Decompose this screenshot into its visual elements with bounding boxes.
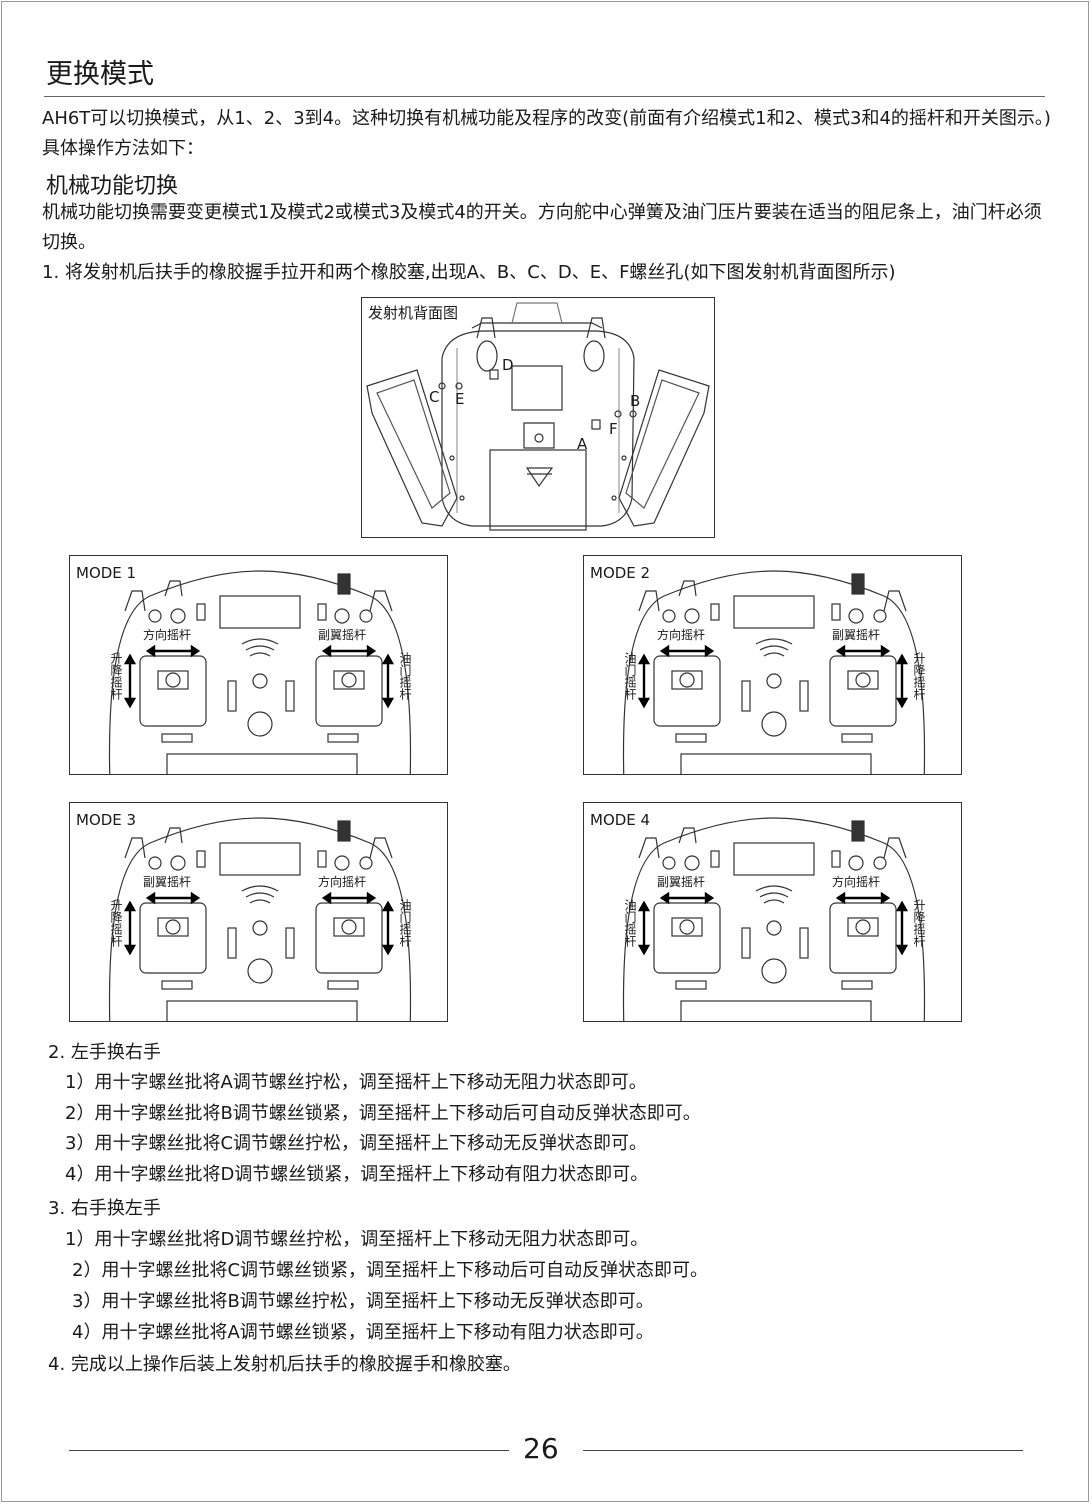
right-top-stick-label: 副翼摇杆 [832,628,881,642]
mode-panel: MODE 2 方向摇杆 副翼摇杆油门摇杆 升降摇杆 [583,555,962,775]
step-1-text: 1. 将发射机后扶手的橡胶握手拉开和两个橡胶塞,出现A、B、C、D、E、F螺丝孔… [42,262,896,283]
transmitter-front-drawing [108,570,412,774]
section-title: 机械功能切换 [46,174,179,199]
point-label-c: C [429,388,440,406]
point-label-b: B [630,392,641,410]
right-side-stick-label: 油门摇杆 [398,652,412,700]
left-side-stick-label: 升降摇杆 [109,899,123,947]
step-2-item: 3）用十字螺丝批将C调节螺丝拧松，调至摇杆上下移动无反弹状态即可。 [65,1133,648,1154]
point-label-f: F [609,420,618,438]
left-top-stick-label: 方向摇杆 [657,628,706,642]
point-label-a: A [577,435,588,453]
step-2-item: 4）用十字螺丝批将D调节螺丝锁紧，调至摇杆上下移动有阻力状态即可。 [65,1164,649,1185]
step-3-item: 3）用十字螺丝批将B调节螺丝拧松，调至摇杆上下移动无反弹状态即可。 [72,1291,654,1312]
right-top-stick-label: 副翼摇杆 [318,628,367,642]
transmitter-front-drawing [622,570,926,774]
left-side-stick-label: 油门摇杆 [623,652,637,700]
title-divider [44,96,1045,97]
right-side-stick-label: 油门摇杆 [398,899,412,947]
step-3-item: 2）用十字螺丝批将C调节螺丝锁紧，调至摇杆上下移动后可自动反弹状态即可。 [72,1260,709,1281]
step-2-item: 1）用十字螺丝批将A调节螺丝拧松，调至摇杆上下移动无阻力状态即可。 [65,1072,647,1093]
mode-label: MODE 1 [76,564,137,582]
right-top-stick-label: 方向摇杆 [318,875,367,889]
footer-rule-left [69,1450,509,1451]
page-title: 更换模式 [46,59,154,90]
section-paragraph: 机械功能切换需要变更模式1及模式2或模式3及模式4的开关。方向舵中心弹簧及油门压… [42,202,1042,253]
step-2-title: 2. 左手换右手 [48,1042,161,1063]
transmitter-front-drawing [622,817,926,1021]
back-figure-label: 发射机背面图 [368,304,459,322]
mode-label: MODE 3 [76,811,137,829]
transmitter-back-drawing [366,302,710,531]
step-4-text: 4. 完成以上操作后装上发射机后扶手的橡胶握手和橡胶塞。 [48,1354,521,1375]
right-side-stick-label: 升降摇杆 [912,652,926,700]
intro-paragraph: AH6T可以切换模式，从1、2、3到4。这种切换有机械功能及程序的改变(前面有介… [42,108,1051,159]
page-number: 26 [523,1432,559,1465]
point-label-e: E [455,390,465,408]
mode-label: MODE 4 [590,811,651,829]
point-label-d: D [502,356,514,374]
footer-rule-right [583,1450,1023,1451]
step-3-item: 1）用十字螺丝批将D调节螺丝拧松，调至摇杆上下移动无阻力状态即可。 [65,1229,649,1250]
right-side-stick-label: 升降摇杆 [912,899,926,947]
left-side-stick-label: 升降摇杆 [109,652,123,700]
transmitter-back-figure: 发射机背面图 [361,297,715,538]
step-3-item: 4）用十字螺丝批将A调节螺丝锁紧，调至摇杆上下移动有阻力状态即可。 [72,1322,654,1343]
step-3-title: 3. 右手换左手 [48,1198,161,1219]
mode-panel: MODE 1 方向摇杆 副翼摇杆升降摇杆 油门摇杆 [69,555,448,775]
step-2-item: 2）用十字螺丝批将B调节螺丝锁紧，调至摇杆上下移动后可自动反弹状态即可。 [65,1103,701,1124]
right-top-stick-label: 方向摇杆 [832,875,881,889]
left-side-stick-label: 油门摇杆 [623,899,637,947]
left-top-stick-label: 副翼摇杆 [657,875,706,889]
mode-panel: MODE 3 副翼摇杆 方向摇杆升降摇杆 油门摇杆 [69,802,448,1022]
mode-panel: MODE 4 副翼摇杆 方向摇杆油门摇杆 升降摇杆 [583,802,962,1022]
left-top-stick-label: 方向摇杆 [143,628,192,642]
mode-label: MODE 2 [590,564,651,582]
transmitter-front-drawing [108,817,412,1021]
left-top-stick-label: 副翼摇杆 [143,875,192,889]
